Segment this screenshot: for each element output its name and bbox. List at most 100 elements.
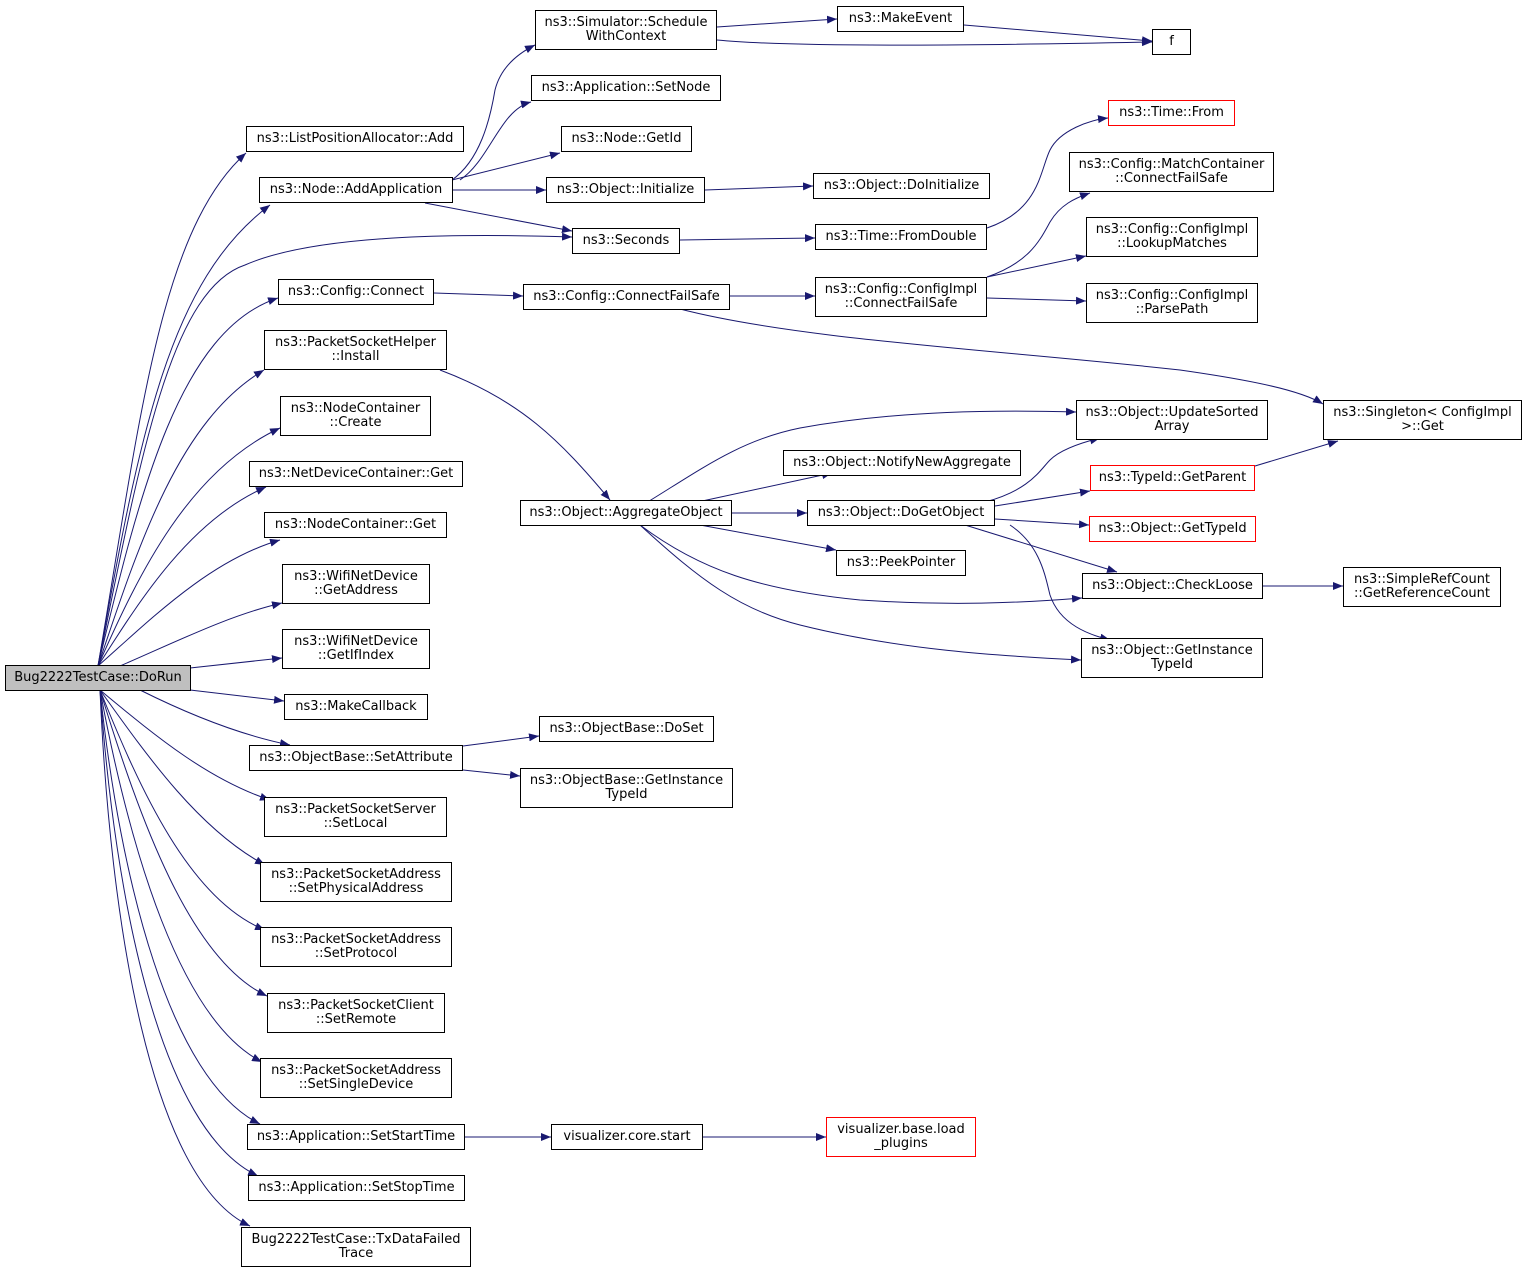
node-node-add-application[interactable]: ns3::Node::AddApplication (259, 177, 453, 203)
edge-make-event-f (963, 24, 1153, 45)
node-packet-socket-client-set-remote[interactable]: ns3::PacketSocketClient ::SetRemote (267, 993, 445, 1033)
node-bug2222-tx-data-failed-trace[interactable]: Bug2222TestCase::TxDataFailed Trace (241, 1227, 471, 1267)
node-config-match-container-connect-fail-safe[interactable]: ns3::Config::MatchContainer ::ConnectFai… (1069, 152, 1274, 192)
edge-seconds-fromdouble (679, 234, 816, 243)
node-packet-socket-address-set-physical[interactable]: ns3::PacketSocketAddress ::SetPhysicalAd… (260, 862, 452, 902)
edge-agg-notify (692, 471, 833, 504)
node-object-do-get-object[interactable]: ns3::Object::DoGetObject (807, 500, 995, 526)
edge-root-ndc-get (97, 486, 267, 667)
node-config-impl-parse-path[interactable]: ns3::Config::ConfigImpl ::ParsePath (1086, 283, 1258, 323)
node-type-id-get-parent[interactable]: ns3::TypeId::GetParent (1090, 465, 1255, 491)
node-packet-socket-address-set-protocol[interactable]: ns3::PacketSocketAddress ::SetProtocol (260, 927, 452, 967)
node-object-base-set-attribute[interactable]: ns3::ObjectBase::SetAttribute (249, 745, 463, 771)
node-bug2222-dorun[interactable]: Bug2222TestCase::DoRun (5, 665, 191, 691)
edge-root-node-add-app (97, 204, 271, 667)
edge-root-app-setstart (99, 689, 261, 1125)
edge-addapp-sim-schedule (451, 44, 536, 181)
node-node-get-id[interactable]: ns3::Node::GetId (561, 126, 692, 152)
edge-dgo-update-sorted (984, 436, 1101, 503)
node-time-from[interactable]: ns3::Time::From (1108, 100, 1235, 126)
edge-dgo-checkloose (964, 524, 1118, 573)
node-config-connect[interactable]: ns3::Config::Connect (278, 279, 434, 305)
edge-root-psh-install (97, 369, 265, 667)
node-object-aggregate-object[interactable]: ns3::Object::AggregateObject (520, 500, 732, 526)
edge-setattr-doset (462, 733, 540, 747)
edge-root-config-connect (97, 297, 279, 667)
node-object-initialize[interactable]: ns3::Object::Initialize (546, 177, 705, 203)
edge-root-psa-setsingle (99, 689, 263, 1063)
node-wifi-net-device-get-address[interactable]: ns3::WifiNetDevice ::GetAddress (282, 564, 430, 604)
node-packet-socket-address-set-single[interactable]: ns3::PacketSocketAddress ::SetSingleDevi… (260, 1058, 452, 1098)
edge-addapp-app-setnode (459, 100, 532, 181)
edge-cfs-singleton (679, 308, 1324, 405)
node-application-set-node[interactable]: ns3::Application::SetNode (531, 75, 721, 101)
node-object-check-loose[interactable]: ns3::Object::CheckLoose (1082, 573, 1263, 599)
node-object-update-sorted-array[interactable]: ns3::Object::UpdateSorted Array (1076, 400, 1268, 440)
edge-config-connect-cfs (433, 291, 524, 300)
edge-agg-getinst (639, 524, 1082, 664)
edge-fromdouble-time-from (986, 115, 1109, 229)
edge-root-wifi-getif (189, 655, 283, 669)
edge-root-nc-get (97, 538, 281, 667)
node-visualizer-base-load-plugins[interactable]: visualizer.base.load _plugins (826, 1117, 976, 1157)
edge-sim-f (716, 38, 1153, 47)
edge-root-make-callback (189, 689, 285, 704)
edge-getparent-singleton (1254, 440, 1339, 467)
edge-root-psc-setremote (99, 689, 268, 997)
node-net-device-container-get[interactable]: ns3::NetDeviceContainer::Get (249, 461, 463, 487)
edge-install-aggregate (439, 369, 611, 501)
node-peek-pointer[interactable]: ns3::PeekPointer (836, 550, 966, 576)
node-object-get-type-id[interactable]: ns3::Object::GetTypeId (1089, 516, 1256, 542)
edge-agg-peek (699, 524, 837, 553)
node-node-container-get[interactable]: ns3::NodeContainer::Get (264, 512, 447, 538)
edge-sim-make-event (716, 15, 838, 28)
edge-agg-update-sorted (645, 407, 1077, 504)
edge-dgo-gettypeid (994, 518, 1090, 529)
edge-root-list-alloc-add (97, 152, 247, 667)
edge-obj-init-doinit (704, 182, 814, 191)
node-object-base-get-instance-type-id[interactable]: ns3::ObjectBase::GetInstance TypeId (520, 768, 733, 808)
edge-root-app-setstop (99, 689, 259, 1177)
edge-agg-checkloose (639, 524, 1083, 604)
edge-root-wifi-getaddr (119, 601, 283, 667)
node-object-notify-new-aggregate[interactable]: ns3::Object::NotifyNewAggregate (783, 450, 1021, 476)
node-list-position-allocator-add[interactable]: ns3::ListPositionAllocator::Add (246, 126, 464, 152)
edge-root-tx-failed (99, 689, 251, 1227)
node-simulator-schedule-with-context[interactable]: ns3::Simulator::Schedule WithContext (535, 10, 717, 50)
edge-root-nc-create (97, 427, 281, 667)
node-config-impl-lookup-matches[interactable]: ns3::Config::ConfigImpl ::LookupMatches (1086, 217, 1258, 257)
edge-addapp-node-getid (451, 151, 561, 181)
edge-root-seconds (97, 232, 573, 667)
edge-root-pss-setlocal (99, 689, 271, 801)
edge-cfgimpl-match (986, 192, 1091, 278)
edge-dgo-getinst (1009, 524, 1111, 642)
node-packet-socket-helper-install[interactable]: ns3::PacketSocketHelper ::Install (264, 330, 447, 370)
node-make-event[interactable]: ns3::MakeEvent (837, 6, 964, 32)
node-simple-ref-count-get-reference-count[interactable]: ns3::SimpleRefCount ::GetReferenceCount (1343, 567, 1501, 607)
node-wifi-net-device-get-if-index[interactable]: ns3::WifiNetDevice ::GetIfIndex (282, 629, 430, 669)
edge-dgo-getparent (994, 488, 1091, 507)
node-node-container-create[interactable]: ns3::NodeContainer ::Create (280, 396, 431, 436)
edge-setattr-getinst (462, 769, 521, 779)
edge-root-psa-setproto (99, 689, 266, 931)
node-application-set-stop-time[interactable]: ns3::Application::SetStopTime (248, 1175, 465, 1201)
node-application-set-start-time[interactable]: ns3::Application::SetStartTime (247, 1124, 465, 1150)
node-config-connect-fail-safe[interactable]: ns3::Config::ConnectFailSafe (523, 284, 730, 310)
node-seconds[interactable]: ns3::Seconds (572, 228, 680, 254)
edge-addapp-seconds (424, 202, 573, 234)
node-time-from-double[interactable]: ns3::Time::FromDouble (815, 224, 987, 250)
node-object-do-initialize[interactable]: ns3::Object::DoInitialize (813, 173, 990, 199)
node-object-get-instance-type-id[interactable]: ns3::Object::GetInstance TypeId (1081, 638, 1263, 678)
node-f[interactable]: f (1152, 29, 1191, 55)
edge-cfgimpl-parse (986, 296, 1087, 305)
node-object-base-do-set[interactable]: ns3::ObjectBase::DoSet (539, 716, 714, 742)
edge-root-ob-setattr (139, 689, 291, 747)
node-visualizer-core-start[interactable]: visualizer.core.start (551, 1124, 703, 1150)
node-make-callback[interactable]: ns3::MakeCallback (284, 694, 428, 720)
node-config-impl-connect-fail-safe[interactable]: ns3::Config::ConfigImpl ::ConnectFailSaf… (815, 277, 987, 317)
node-packet-socket-server-set-local[interactable]: ns3::PacketSocketServer ::SetLocal (264, 797, 447, 837)
edge-root-psa-setphys (99, 689, 266, 866)
node-singleton-config-impl-get[interactable]: ns3::Singleton< ConfigImpl >::Get (1323, 400, 1522, 440)
